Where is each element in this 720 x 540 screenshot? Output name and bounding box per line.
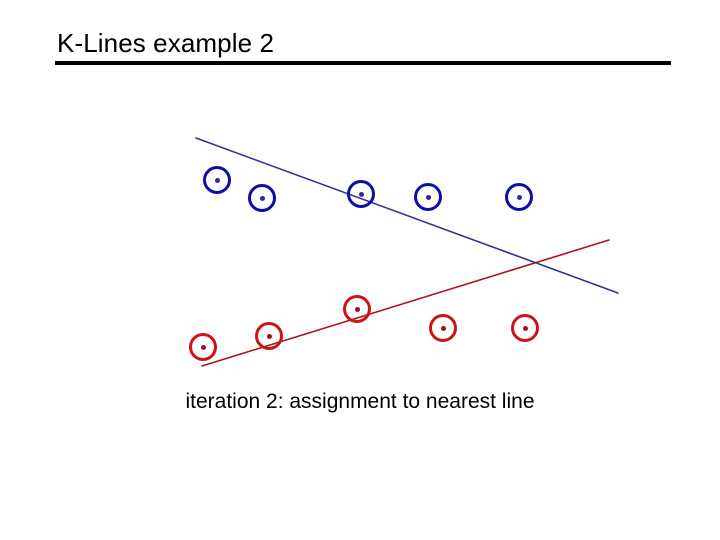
data-point-marker-blue-3	[347, 180, 375, 208]
title-divider	[55, 61, 671, 65]
marker-center-dot	[259, 195, 265, 201]
page-title: K-Lines example 2	[57, 28, 275, 58]
data-point-marker-red-1	[189, 333, 217, 361]
fit-line-blue	[195, 137, 619, 294]
marker-center-dot	[354, 306, 360, 312]
data-point-marker-blue-1	[203, 166, 231, 194]
data-point-marker-blue-4	[414, 183, 442, 211]
marker-center-dot	[425, 194, 431, 200]
marker-center-dot	[522, 325, 528, 331]
marker-center-dot	[200, 344, 206, 350]
data-point-marker-blue-2	[248, 184, 276, 212]
data-point-marker-red-4	[429, 314, 457, 342]
data-point-marker-blue-5	[505, 183, 533, 211]
marker-center-dot	[266, 333, 272, 339]
marker-center-dot	[440, 325, 446, 331]
data-point-marker-red-3	[343, 295, 371, 323]
marker-center-dot	[214, 177, 220, 183]
plot-caption: iteration 2: assignment to nearest line	[185, 390, 535, 413]
data-point-marker-red-5	[511, 314, 539, 342]
marker-center-dot	[516, 194, 522, 200]
marker-center-dot	[358, 191, 364, 197]
data-point-marker-red-2	[255, 322, 283, 350]
